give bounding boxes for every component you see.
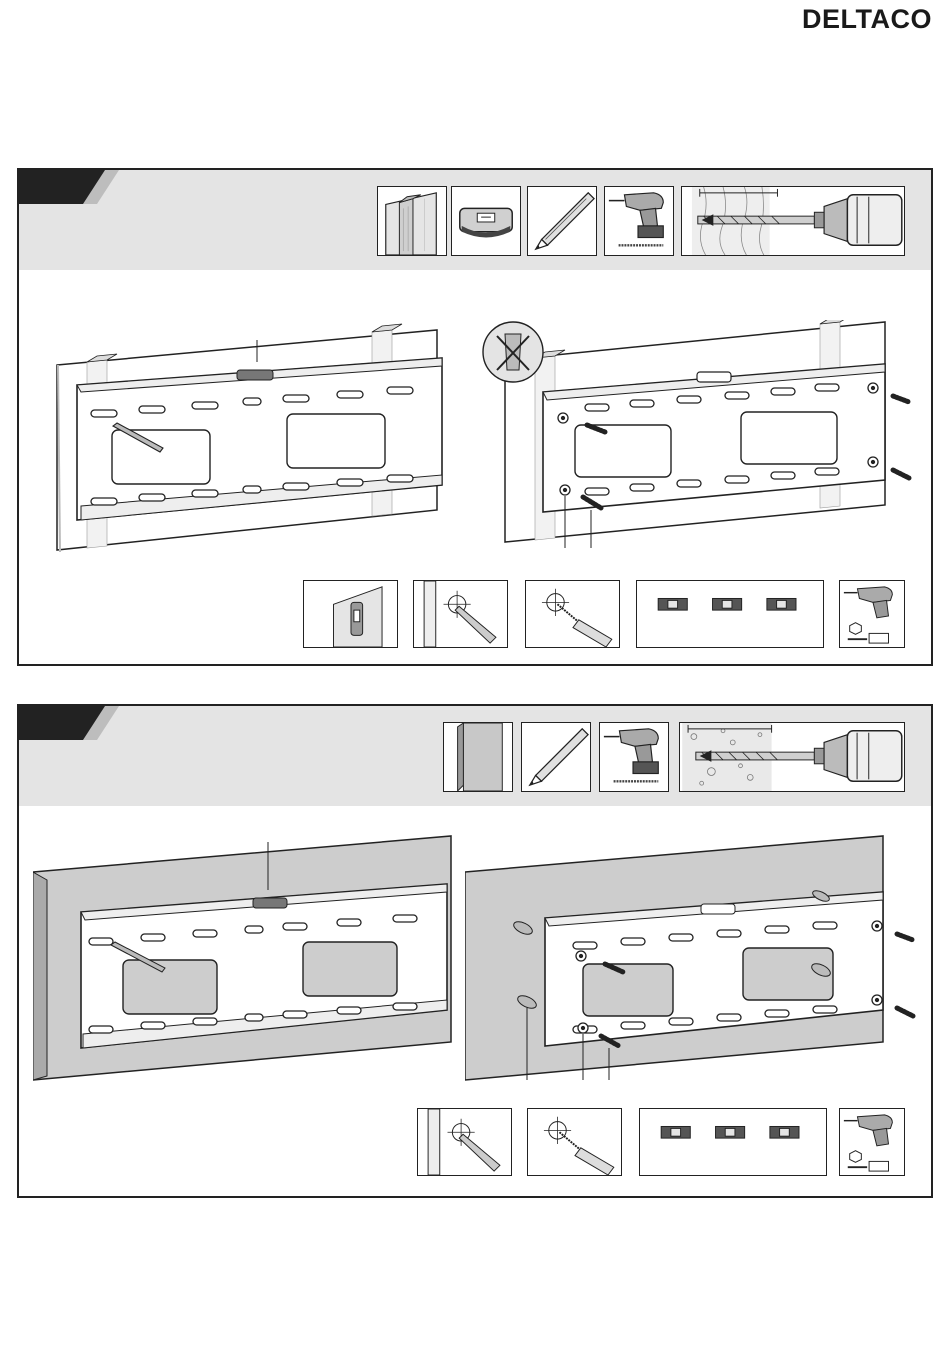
mark-hole-pencil-icon — [413, 580, 508, 648]
mark-holes-concrete-illustration — [33, 832, 453, 1082]
drill-into-stud-icon — [681, 186, 905, 256]
step-number-tab — [19, 706, 119, 740]
pilot-hole-icon — [527, 1108, 622, 1176]
concrete-wall-icon — [443, 722, 513, 792]
mark-holes-illustration — [47, 320, 447, 555]
hammer-drill-icon — [599, 722, 669, 792]
brand-logo: DELTACO — [802, 4, 932, 35]
level-check-icon — [639, 1108, 827, 1176]
drill-driver-screws-icon — [839, 1108, 905, 1176]
wood-stud-wall-icon — [377, 186, 447, 256]
stud-finder-icon — [451, 186, 521, 256]
level-check-icon — [636, 580, 824, 648]
fix-anchors-concrete-illustration — [465, 832, 925, 1082]
step-panel-concrete — [17, 704, 933, 1198]
pilot-hole-icon — [525, 580, 620, 648]
pencil-icon — [527, 186, 597, 256]
step-panel-wood-stud — [17, 168, 933, 666]
mark-hole-pencil-icon — [417, 1108, 512, 1176]
drill-into-concrete-icon — [679, 722, 905, 792]
cordless-drill-icon — [604, 186, 674, 256]
drill-driver-screws-icon — [839, 580, 905, 648]
fix-screws-illustration — [465, 320, 925, 555]
step-number-tab — [19, 170, 119, 204]
stud-finder-on-wall-icon — [303, 580, 398, 648]
pencil-icon — [521, 722, 591, 792]
